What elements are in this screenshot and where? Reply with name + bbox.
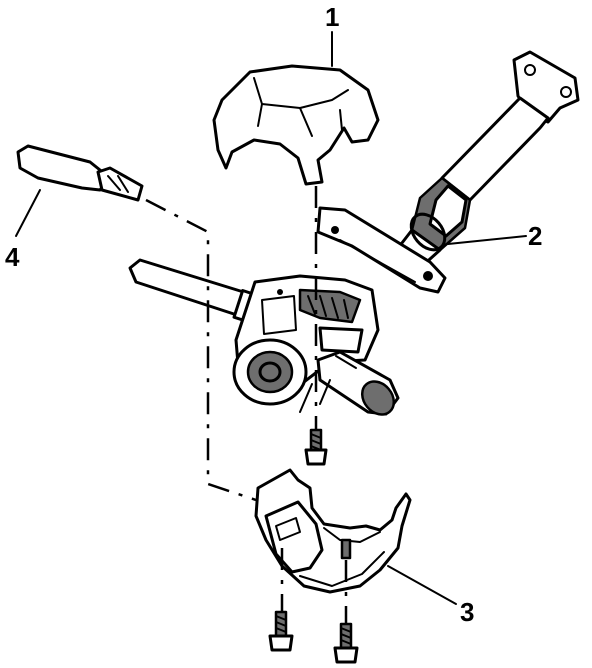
screw-upper: [304, 428, 328, 466]
callout-4: 4: [5, 242, 20, 272]
callout-1: 1: [325, 2, 339, 32]
callout-3: 3: [460, 597, 474, 627]
lower-shroud: [254, 468, 412, 594]
leader-lines: [15, 31, 527, 605]
screw-lower-right: [333, 622, 359, 664]
steering-column-tube: [393, 50, 580, 270]
callout-2: 2: [528, 221, 542, 251]
upper-shroud: [212, 64, 380, 186]
screw-inside-shroud: [340, 538, 352, 560]
assembly-lines: [145, 186, 348, 624]
tilt-lever: [16, 144, 144, 202]
multifunction-switch-assembly: [128, 258, 400, 416]
screw-lower-left: [268, 610, 294, 652]
column-mounting-bracket: [316, 206, 447, 294]
